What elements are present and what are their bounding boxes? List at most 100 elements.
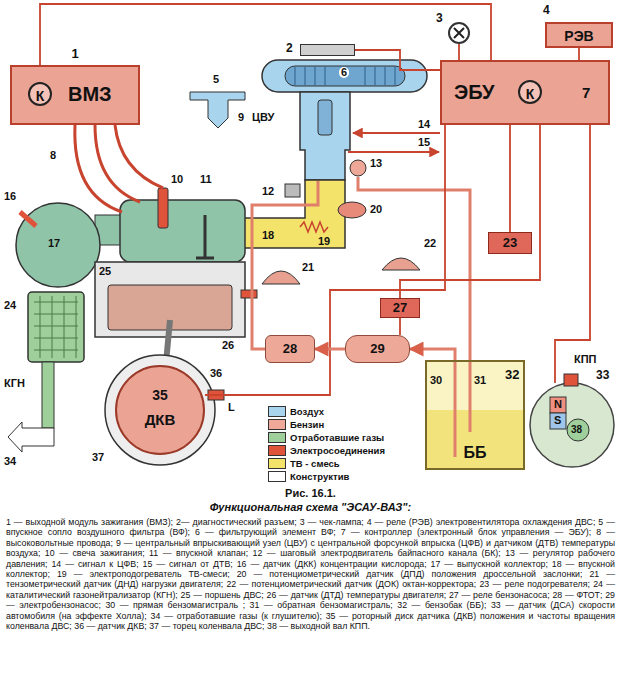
callout-number: 19	[318, 236, 330, 247]
signal-line	[348, 151, 439, 153]
component-label: ББ	[464, 444, 487, 462]
legend-swatch	[268, 445, 286, 456]
legend-swatch	[268, 458, 286, 469]
legend-row: Электросоединения	[268, 441, 385, 454]
callout-number: 5	[213, 74, 219, 85]
callout-number: 25	[99, 266, 111, 277]
callout-number: КПП	[574, 353, 597, 366]
catalyst-grid	[34, 296, 78, 358]
callout-number: 24	[4, 300, 16, 311]
callout-number: 6	[339, 67, 349, 78]
callout-number: L	[228, 402, 235, 413]
callout-number: 15	[418, 137, 430, 148]
gearbox-disc	[530, 383, 614, 467]
electric-wire	[458, 44, 460, 60]
legend-description: 1 — выходной модуль зажигания (ВМЗ); 2— …	[6, 517, 615, 631]
electric-wire	[40, 4, 491, 65]
callout-number: 34	[4, 456, 16, 467]
callout-number: 36	[210, 368, 222, 379]
hall-sensor	[564, 374, 578, 386]
component-label: 28	[283, 342, 297, 357]
hv-wire	[115, 125, 163, 188]
stepper-motor	[285, 184, 300, 197]
intake-nozzle	[190, 92, 245, 128]
component-label: ВМЗ	[68, 83, 112, 106]
legend-text: Отработавшие газы	[290, 432, 384, 443]
fuel-line	[315, 348, 345, 351]
component-label: 27	[393, 301, 407, 316]
temp-sensor	[241, 290, 257, 298]
electric-wire	[555, 125, 590, 383]
component-box: 3	[448, 22, 470, 44]
hv-wire	[95, 125, 140, 202]
callout-number: 10	[171, 174, 183, 185]
legend-text: Конструктив	[290, 471, 349, 482]
mixture-heater	[300, 222, 328, 232]
component-label: 23	[503, 236, 517, 251]
callout-number: 9	[238, 112, 244, 123]
component-box: КЭБУ7	[440, 60, 610, 125]
callout-number: 22	[424, 238, 436, 249]
callout-number: S	[554, 415, 561, 426]
component-box: 29	[345, 335, 410, 363]
legend-text: Воздух	[290, 406, 324, 417]
component-label: К	[518, 80, 542, 104]
cylinder-head	[120, 200, 245, 262]
drawing-path	[455, 362, 470, 457]
callout-number: 13	[370, 158, 382, 169]
callout-number: 8	[50, 150, 56, 161]
return-fuel-line	[358, 177, 470, 361]
exhaust-manifold	[16, 203, 100, 287]
electric-wire	[355, 50, 440, 70]
injector	[318, 100, 332, 135]
callout-number: N	[554, 399, 562, 410]
component-label: 29	[370, 342, 384, 357]
legend-text: Бензин	[290, 419, 324, 430]
legend: ВоздухБензинОтработавшие газыЭлектросоед…	[268, 402, 385, 480]
component-box: 35ДКВ	[115, 365, 205, 455]
legend-row: Бензин	[268, 415, 385, 428]
callout-number: 20	[370, 204, 382, 215]
filter-ribs	[295, 67, 395, 85]
callout-number: 38	[571, 425, 582, 435]
legend-row: Отработавшие газы	[268, 428, 385, 441]
legend-text: Электросоединения	[290, 445, 385, 456]
legend-text: ТВ - смесь	[290, 458, 340, 469]
figure-title: Рис. 16.1.	[0, 487, 621, 499]
drawing-svg	[450, 24, 468, 42]
electric-wire	[399, 318, 401, 335]
callout-number: 17	[48, 238, 60, 249]
component-label: ДКВ	[145, 411, 176, 428]
callout-number: 1	[71, 47, 78, 62]
signal-line	[353, 132, 440, 134]
legend-row: Воздух	[268, 402, 385, 415]
callout-number: 21	[302, 262, 314, 273]
intake-valve	[196, 215, 214, 258]
callout-number: 3	[436, 12, 443, 26]
fuel-line	[410, 349, 455, 360]
output-shaft	[567, 419, 589, 441]
figure-caption: Функциональная схема "ЭСАУ-ВАЗ":	[0, 501, 621, 513]
component-box: 28	[265, 335, 315, 363]
callout-number: 12	[262, 186, 274, 197]
callout-number: 2	[286, 42, 293, 56]
callout-number: 26	[222, 340, 234, 351]
callout-number: 11	[200, 174, 212, 185]
callout-number: 16	[4, 191, 16, 202]
intake-manifold	[240, 180, 345, 248]
electric-wire	[400, 125, 540, 298]
air-filter-housing	[262, 60, 427, 92]
component-label: 32	[505, 368, 519, 383]
electric-wire	[205, 125, 445, 395]
legend-swatch	[268, 471, 286, 482]
component-box: 1КВМЗ	[10, 65, 140, 125]
drawing-rect	[427, 410, 523, 468]
electric-wire	[509, 125, 511, 232]
callout-number: 18	[262, 230, 274, 241]
crankshaft-end	[105, 355, 215, 465]
electric-wire	[578, 48, 580, 60]
magnet-north	[550, 397, 566, 413]
load-sensor	[262, 271, 300, 284]
fuel-line	[252, 181, 318, 349]
